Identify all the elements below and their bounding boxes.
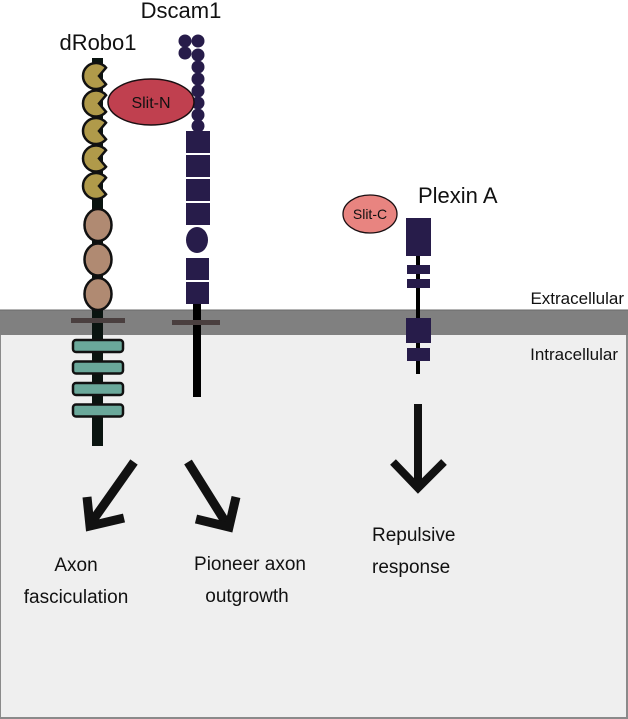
robo-ig-domain — [81, 116, 108, 146]
slit-n-ligand: Slit-N — [107, 78, 195, 126]
dscam-oval-domain — [186, 227, 208, 253]
robo-ig-domains — [81, 61, 108, 201]
plexin-cyto-domain — [407, 348, 430, 361]
dscam-square-domain — [186, 282, 209, 304]
robo-transmembrane-bar — [71, 318, 125, 323]
dscam-ig-bead — [191, 72, 205, 86]
plexin-receptor — [406, 218, 431, 374]
outcome-plexin-line2: response — [372, 557, 450, 578]
robo-fn-domain — [83, 242, 113, 277]
dscam-domains — [186, 131, 210, 304]
dscam-square-domain — [186, 131, 210, 153]
dscam-ig-bead — [191, 60, 205, 74]
robo-ig-domain — [81, 61, 108, 91]
dscam-ig-bead — [191, 108, 205, 122]
dscam-square-domain — [186, 155, 210, 177]
robo-cc-motif — [71, 403, 125, 418]
dscam-square-domain — [186, 258, 209, 280]
dscam-square-domain — [186, 179, 210, 201]
dscam-label: Dscam1 — [141, 0, 222, 23]
arrow-robo-outcome-icon — [82, 459, 138, 532]
robo-fn-domain — [83, 276, 113, 312]
dscam-square-domain — [186, 203, 210, 225]
robo-ig-domain — [81, 144, 108, 173]
robo-receptor — [71, 58, 125, 446]
plexin-sema-domain — [406, 218, 431, 256]
outcome-robo-line1: Axon — [54, 555, 97, 576]
robo-ig-domain — [81, 171, 108, 201]
slit-c-label: Slit-C — [353, 206, 387, 222]
plexin-tm-domain — [406, 318, 431, 343]
plexin-stem — [416, 250, 420, 374]
slit-c-ligand: Slit-C — [342, 194, 398, 234]
extracellular-label: Extracellular — [530, 289, 624, 308]
robo-cc-motif — [71, 338, 125, 354]
outcome-plexin-line1: Repulsive — [372, 525, 455, 546]
dscam-ig-beads — [178, 34, 205, 133]
dscam-ig-bead — [178, 46, 192, 60]
dscam-receptor — [172, 34, 220, 397]
robo-fn-domain — [83, 207, 113, 243]
dscam-ig-bead — [191, 48, 205, 62]
robo-cc-motif — [71, 381, 125, 397]
robo-label: dRobo1 — [59, 30, 136, 55]
dscam-ig-bead — [178, 34, 192, 48]
arrow-dscam-outcome-icon — [184, 459, 241, 533]
plexin-psi-1 — [407, 265, 430, 274]
dscam-ig-bead — [191, 84, 205, 98]
slit-n-shape — [107, 78, 195, 126]
robo-cc-motif — [71, 360, 125, 375]
dscam-transmembrane-bar — [172, 320, 220, 325]
outcome-robo-line2: fasciculation — [24, 587, 129, 608]
slit-c-shape — [342, 194, 398, 234]
dscam-ig-bead — [191, 96, 205, 110]
plexin-label: Plexin A — [418, 183, 498, 208]
dscam-ig-bead — [191, 34, 205, 48]
dscam-stem — [193, 295, 201, 397]
plexin-psi-2 — [407, 279, 430, 288]
outcome-dscam-line1: Pioneer axon — [194, 554, 306, 575]
robo-fn-domains — [83, 207, 113, 312]
slit-n-label: Slit-N — [131, 95, 170, 112]
arrow-plexin-outcome-icon — [390, 404, 447, 494]
outcome-dscam-line2: outgrowth — [205, 586, 288, 607]
robo-ig-domain — [81, 89, 108, 118]
intracellular-label: Intracellular — [530, 345, 618, 364]
dscam-ig-bead — [191, 119, 205, 133]
robo-intracellular-motifs — [71, 338, 125, 418]
